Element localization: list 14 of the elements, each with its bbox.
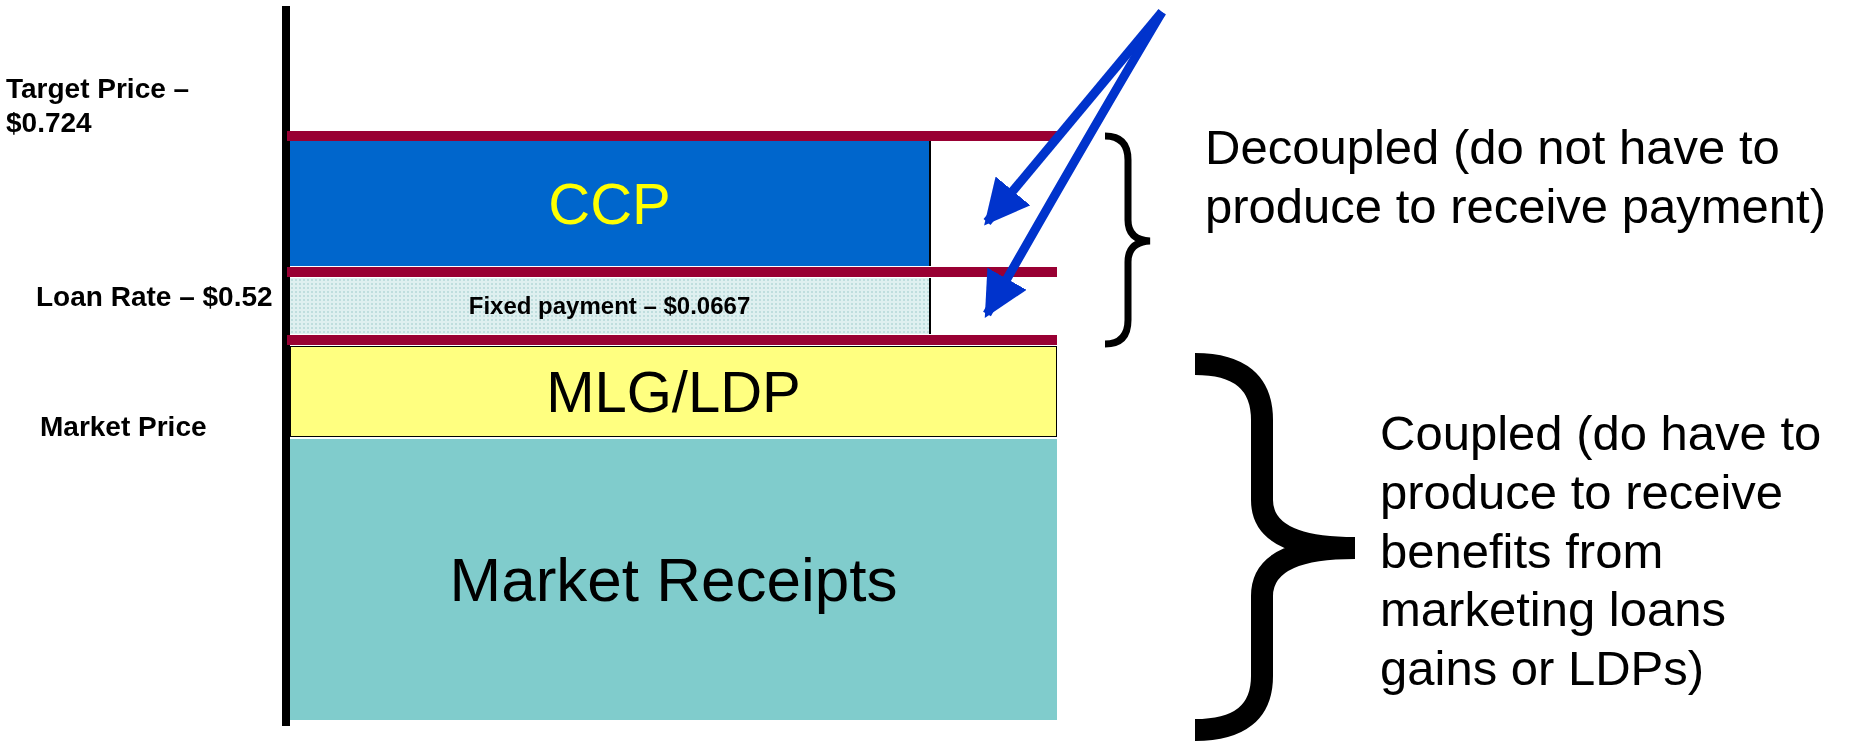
ccp-band [290, 140, 929, 266]
fixed-payment-band [290, 278, 929, 334]
description-text: Decoupled (do not have to produce to receive payment) [1205, 119, 1827, 235]
price-label: Loan Rate – $0.52 [36, 280, 274, 314]
band-label: MLG/LDP [546, 358, 801, 425]
description-text: Coupled (do have to produce to receive benefits from marketing loans gains or LDPs) [1380, 405, 1823, 698]
band-label: CCP [548, 169, 671, 237]
band-label: Market Receipts [449, 544, 898, 615]
market-receipts-band [290, 439, 1057, 720]
mlg-ldp-band [290, 346, 1057, 437]
arrow [983, 9, 1166, 318]
price-label: Target Price – $0.724 [6, 72, 191, 140]
band-label: Fixed payment – $0.0667 [468, 292, 751, 320]
price-label: Market Price [40, 410, 208, 444]
